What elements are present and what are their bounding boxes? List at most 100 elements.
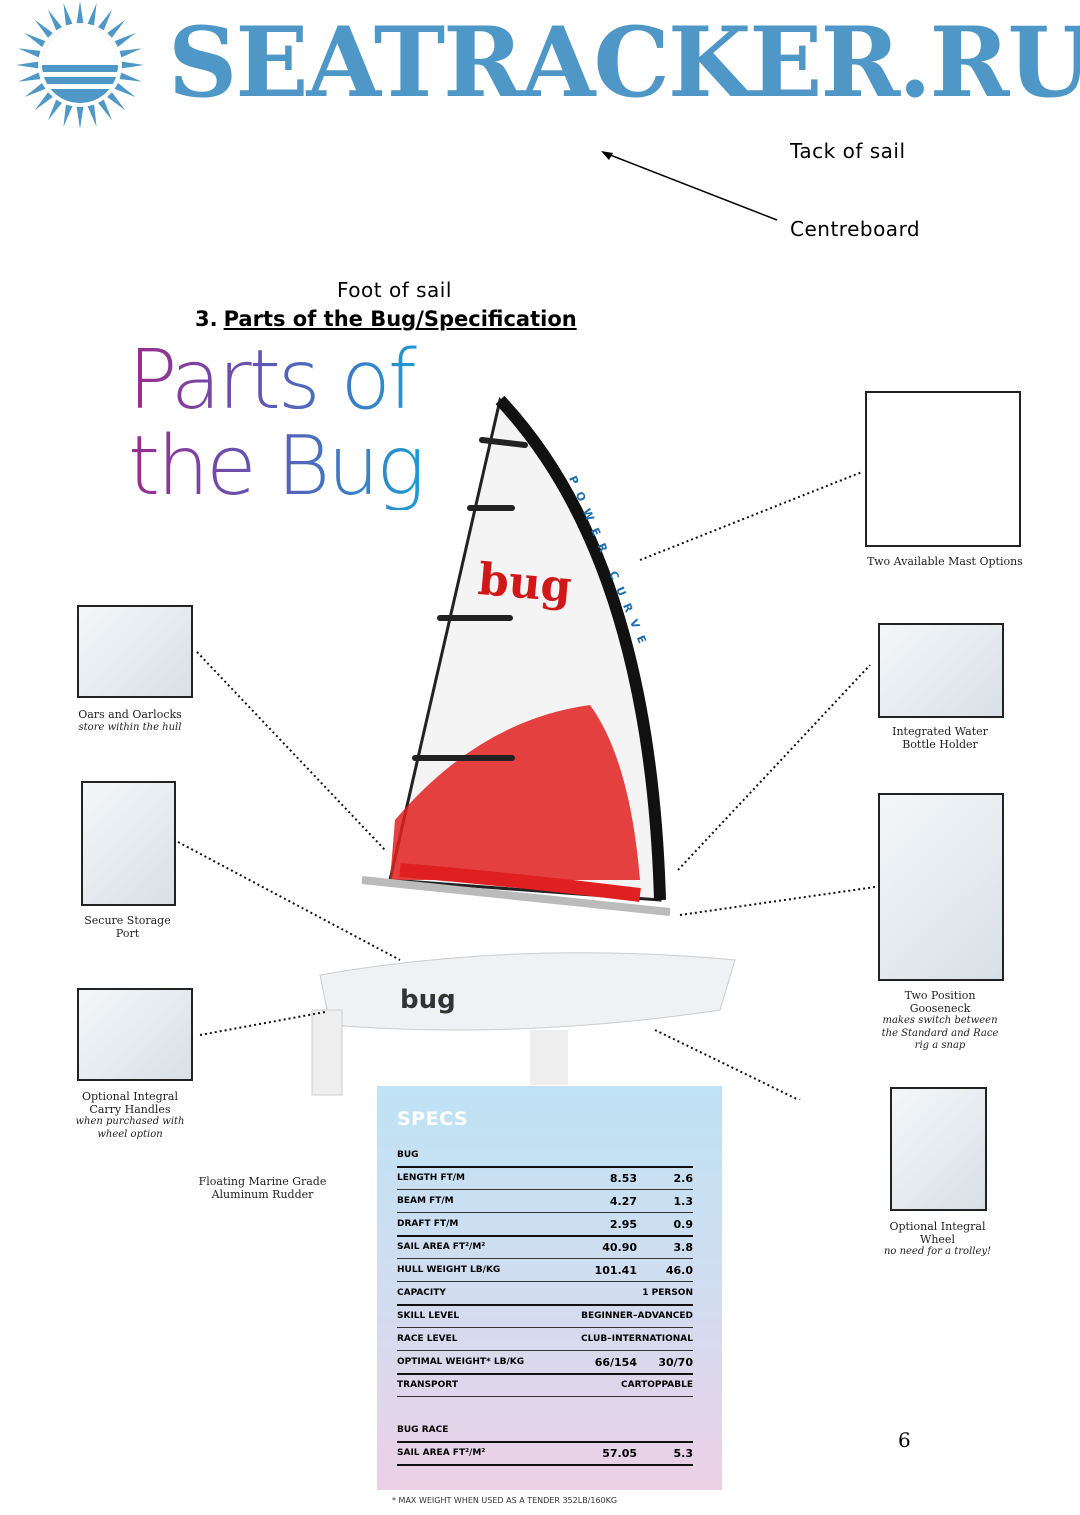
spec-value: 1 person bbox=[642, 1288, 693, 1298]
spec-value-imperial: 4.27 bbox=[609, 1194, 637, 1208]
sun-ray bbox=[87, 3, 97, 26]
spec-row: Draft ft/m2.950.9 bbox=[397, 1213, 693, 1237]
spec-name: Sail area ft²/m² bbox=[397, 1448, 486, 1458]
boat-illustration bbox=[177, 395, 876, 1100]
caption-sub: when purchased with wheel option bbox=[75, 1116, 185, 1140]
sun-ray bbox=[114, 83, 136, 97]
photo-water-bottle bbox=[878, 623, 1004, 718]
spec-name: Race level bbox=[397, 1334, 458, 1344]
spec-row: Sail area ft²/m²57.055.3 bbox=[397, 1442, 693, 1466]
sun-ray bbox=[48, 9, 62, 31]
spec-value: 2.6 bbox=[673, 1171, 694, 1185]
arrow-icon bbox=[601, 151, 778, 221]
spec-section-row: BUG bbox=[397, 1144, 693, 1168]
caption-storage: Secure Storage Port bbox=[80, 914, 175, 940]
spec-name: Sail area ft²/m² bbox=[397, 1242, 486, 1252]
spec-value: Club–International bbox=[581, 1334, 693, 1344]
sun-ray bbox=[119, 72, 142, 82]
sun-ray bbox=[18, 72, 41, 82]
caption-title: Optional Integral Wheel bbox=[889, 1220, 986, 1246]
section-heading: 3.Parts of the Bug/Specification bbox=[195, 307, 577, 331]
sun-logo-icon bbox=[16, 1, 144, 129]
caption-mast: Two Available Mast Options bbox=[860, 555, 1030, 569]
sun-ray bbox=[18, 48, 41, 58]
photo-gooseneck bbox=[878, 793, 1004, 981]
sun-ray bbox=[63, 104, 73, 127]
photo-wheel bbox=[890, 1087, 987, 1211]
spec-name: Transport bbox=[397, 1380, 458, 1390]
caption-title: Two Available Mast Options bbox=[867, 555, 1023, 568]
spec-value: Beginner–Advanced bbox=[581, 1311, 693, 1321]
spec-row: Sail area ft²/m² 40.90 3.8 bbox=[397, 1236, 693, 1259]
hull-logo: bug bbox=[400, 985, 456, 1015]
label-centreboard: Centreboard bbox=[790, 217, 921, 241]
caption-sub: makes switch between the Standard and Ra… bbox=[881, 1015, 999, 1051]
label-tack-of-sail: Tack of sail bbox=[790, 139, 906, 163]
spec-value-imperial: 8.53 bbox=[609, 1171, 637, 1185]
photo-carry-handles bbox=[77, 988, 193, 1081]
spec-name: Hull weight lb/kg bbox=[397, 1265, 501, 1275]
sun-ray bbox=[34, 19, 53, 38]
caption-sub: store within the hull bbox=[78, 721, 182, 733]
sun-ray bbox=[98, 99, 112, 121]
caption-sub: no need for a trolley! bbox=[883, 1246, 992, 1257]
specs-title: SPECS bbox=[397, 1108, 469, 1130]
sun-ray bbox=[121, 61, 144, 69]
sun-ray bbox=[107, 92, 126, 111]
sun-ray bbox=[107, 19, 126, 38]
spec-name: Length ft/m bbox=[397, 1173, 465, 1183]
specs-footnote: * MAX WEIGHT WHEN USED AS A TENDER 352LB… bbox=[392, 1496, 618, 1505]
photo-mast-options bbox=[865, 391, 1021, 547]
caption-title: Two Position Gooseneck bbox=[904, 989, 976, 1015]
spec-value: 46.0 bbox=[665, 1263, 693, 1277]
sun-ray bbox=[16, 61, 39, 69]
caption-title: Optional Integral Carry Handles bbox=[81, 1090, 178, 1116]
spec-value-imperial: 101.41 bbox=[594, 1263, 637, 1277]
photo-storage-port bbox=[81, 781, 176, 906]
spec-section: BUG bbox=[397, 1150, 419, 1160]
spec-name: Beam ft/m bbox=[397, 1196, 454, 1206]
spec-row: Hull weight lb/kg 101.41 46.0 bbox=[397, 1259, 693, 1282]
sun-ray bbox=[24, 83, 46, 97]
heading-number: 3. bbox=[195, 307, 218, 331]
label-foot-of-sail: Foot of sail bbox=[337, 278, 452, 302]
spec-name: Capacity bbox=[397, 1288, 446, 1298]
spec-section-row: BUG RACE bbox=[397, 1419, 693, 1443]
sail-logo: bug bbox=[475, 554, 574, 613]
spec-name: Skill level bbox=[397, 1311, 460, 1321]
spec-name: Optimal weight* lb/kg bbox=[397, 1357, 525, 1367]
sun-ray bbox=[63, 3, 73, 26]
caption-title: Integrated Water Bottle Holder bbox=[892, 725, 988, 751]
spec-value: 3.8 bbox=[673, 1240, 694, 1254]
spec-row: Beam ft/m4.271.3 bbox=[397, 1190, 693, 1213]
sun-ray bbox=[76, 1, 84, 24]
caption-title: Secure Storage Port bbox=[84, 914, 171, 940]
spec-row: Race level Club–International bbox=[397, 1328, 693, 1351]
spec-section: BUG RACE bbox=[397, 1425, 449, 1435]
sun-ray bbox=[119, 48, 142, 58]
sun-ray bbox=[76, 106, 84, 129]
watermark-text: SEATRACKER.RU bbox=[168, 6, 1080, 119]
sun-ray bbox=[48, 99, 62, 121]
spec-value-imperial: 40.90 bbox=[602, 1240, 637, 1254]
spec-name: Draft ft/m bbox=[397, 1219, 459, 1229]
caption-title: Oars and Oarlocks bbox=[78, 708, 182, 721]
spec-value: Cartoppable bbox=[621, 1380, 693, 1390]
spec-value: 5.3 bbox=[673, 1446, 694, 1460]
photo-oars bbox=[77, 605, 193, 698]
spec-row: Skill level Beginner–Advanced bbox=[397, 1305, 693, 1328]
spec-row: Transport Cartoppable bbox=[397, 1374, 693, 1397]
heading-text: Parts of the Bug/Specification bbox=[223, 307, 577, 331]
spec-value-imperial: 66/154 bbox=[594, 1355, 637, 1369]
page-number: 6 bbox=[898, 1428, 911, 1452]
spec-row: Length ft/m 8.53 2.6 bbox=[397, 1167, 693, 1190]
sun-ray bbox=[24, 33, 46, 47]
sun-ray bbox=[87, 104, 97, 127]
caption-bottle: Integrated Water Bottle Holder bbox=[880, 725, 1000, 751]
spec-row: Capacity 1 person bbox=[397, 1282, 693, 1306]
